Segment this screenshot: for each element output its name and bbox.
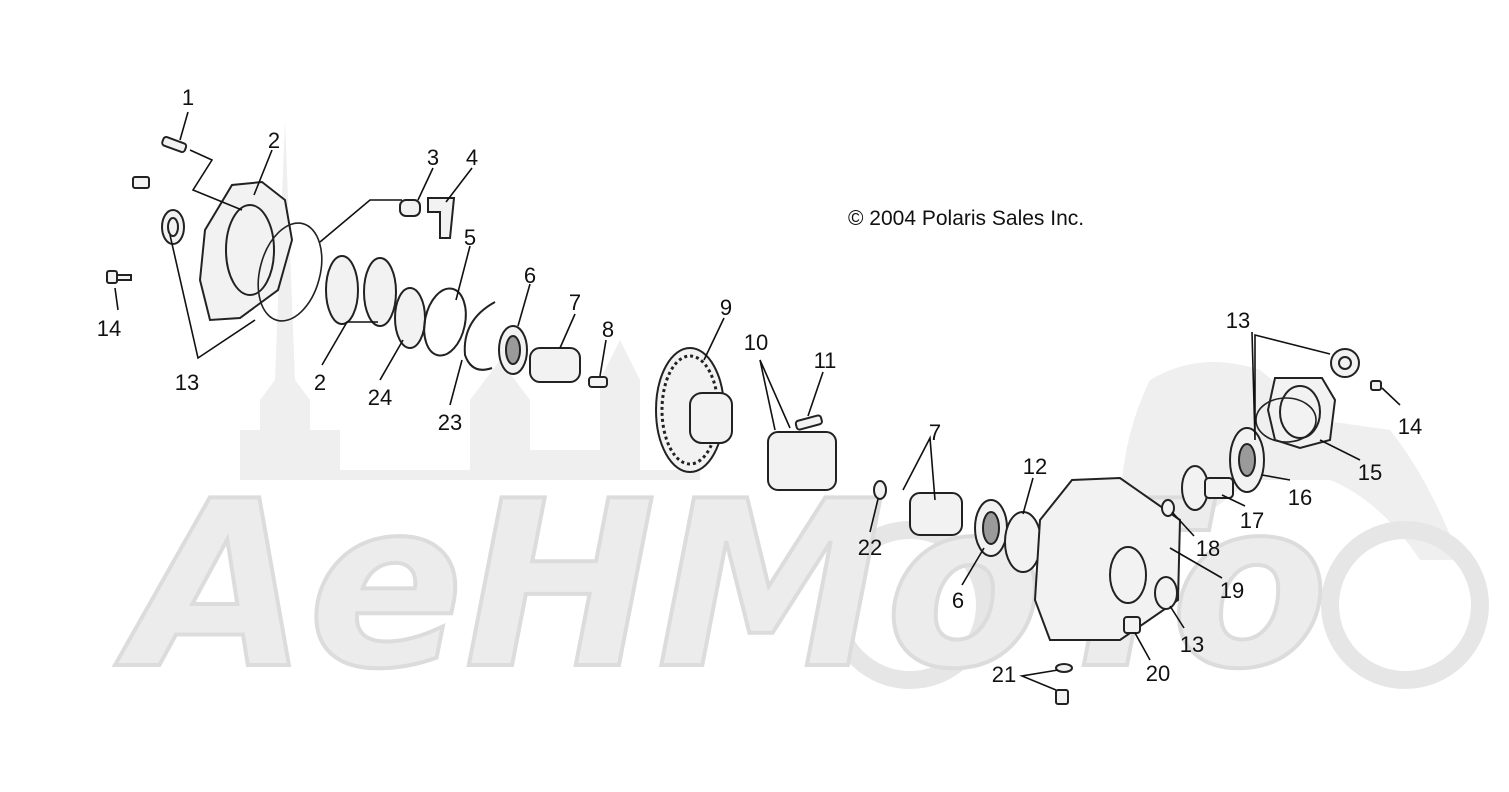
part-13-seal-lower: [1154, 576, 1178, 610]
right-assembly: [873, 348, 1382, 705]
callouts: 1 2 3 4 5 6 7 8 9 10 11 13 14 2 24 23 7 …: [97, 85, 1422, 687]
part-24-plate: [394, 287, 426, 349]
part-5-snap-ring: [423, 287, 467, 357]
callout-13: 13: [1226, 308, 1250, 333]
callout-23: 23: [438, 410, 462, 435]
callout-9: 9: [720, 295, 732, 320]
part-14-bolt-shank: [116, 274, 132, 281]
watermark-wheel-front: [1321, 521, 1489, 689]
part-3-sleeve: [399, 199, 421, 217]
callout-8: 8: [602, 317, 614, 342]
leader-lines: [114, 111, 1401, 691]
callout-24: 24: [368, 385, 392, 410]
callout-19: 19: [1220, 578, 1244, 603]
callout-22: 22: [858, 535, 882, 560]
part-8-pin: [588, 376, 608, 388]
callout-18: 18: [1196, 536, 1220, 561]
copyright-text: © 2004 Polaris Sales Inc.: [848, 207, 1084, 230]
callout-7: 7: [929, 420, 941, 445]
part-15-cover-bore: [1279, 385, 1321, 439]
callout-4: 4: [466, 145, 478, 170]
part-dowel: [132, 176, 150, 189]
callout-20: 20: [1146, 661, 1170, 686]
part-10-roller-cage: [767, 431, 837, 491]
callout-14: 14: [97, 316, 121, 341]
part-22-washer: [873, 480, 887, 500]
callout-5: 5: [464, 225, 476, 250]
part-2-ring-a: [325, 255, 359, 325]
callout-2: 2: [268, 128, 280, 153]
part-21-drain-washer: [1055, 663, 1073, 673]
part-6-bearing-inner: [505, 335, 521, 365]
part-13-seal-upper-inner: [1338, 356, 1352, 370]
part-7-sleeve-right: [909, 492, 963, 536]
part-o-ring-large: [257, 222, 323, 322]
part-2-housing-bore: [225, 204, 275, 296]
middle-assembly: [655, 347, 837, 491]
callout-3: 3: [427, 145, 439, 170]
part-13-seal-inner: [167, 217, 179, 237]
part-20-plug: [1123, 616, 1141, 634]
part-16-bearing-inner: [1238, 443, 1256, 477]
part-14-bolt: [106, 270, 118, 284]
part-15-o-ring: [1255, 397, 1317, 443]
callout-16: 16: [1288, 485, 1312, 510]
callout-6: 6: [952, 588, 964, 613]
watermark-motorcycle-silhouette: [1120, 362, 1460, 560]
part-21-drain-bolt: [1055, 689, 1069, 705]
left-assembly: [106, 136, 608, 388]
part-23-ring: [463, 301, 496, 371]
callout-13: 13: [175, 370, 199, 395]
part-6-bearing-right-inner: [982, 511, 1000, 545]
part-1-pin: [161, 136, 188, 154]
part-17-pinion-shaft: [1204, 477, 1234, 499]
part-2-ring-b: [363, 257, 397, 327]
callout-11: 11: [814, 348, 837, 373]
part-19-gear-case: [1033, 476, 1182, 641]
callout-13: 13: [1180, 632, 1204, 657]
callout-2: 2: [314, 370, 326, 395]
callout-12: 12: [1023, 454, 1047, 479]
callout-1: 1: [182, 85, 194, 110]
part-11-roller: [794, 414, 823, 431]
part-12-race: [1004, 511, 1042, 573]
callout-15: 15: [1358, 460, 1382, 485]
callout-21: 21: [992, 662, 1016, 687]
watermark-castle-silhouette: [240, 120, 700, 480]
part-4-clip: [427, 197, 456, 239]
part-14-bolt-right: [1370, 380, 1382, 391]
callout-14: 14: [1398, 414, 1422, 439]
callout-6: 6: [524, 263, 536, 288]
part-18-washer: [1161, 499, 1175, 517]
watermark-wheel-rear: [826, 521, 994, 689]
callout-10: 10: [744, 330, 768, 355]
callout-17: 17: [1240, 508, 1264, 533]
callout-7: 7: [569, 290, 581, 315]
part-9-hub: [689, 392, 733, 444]
part-19-case-bore: [1109, 546, 1147, 604]
part-7-sleeve: [529, 347, 581, 383]
